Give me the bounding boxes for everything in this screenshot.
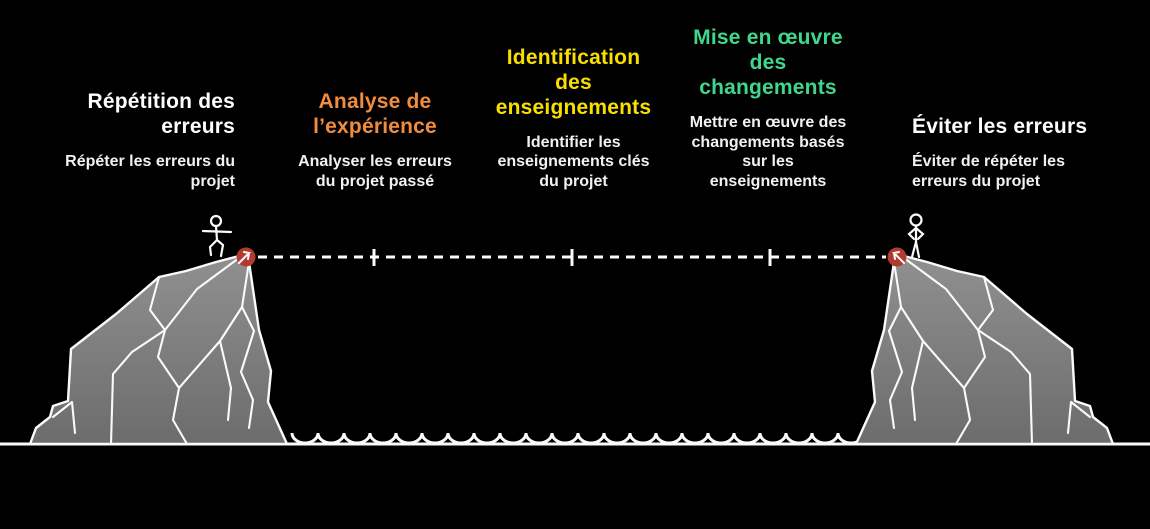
stage-repetition-des-erreurs: Répétition des erreurs Répéter les erreu… bbox=[40, 0, 235, 198]
stage-2-description: Analyser les erreurs du projet passé bbox=[298, 153, 452, 191]
end-position-marker-icon bbox=[887, 247, 907, 267]
stage-identification-enseignements: Identification des enseignements Identif… bbox=[486, 0, 661, 204]
stage-mise-en-oeuvre-changements: Mise en œuvre des changements Mettre en … bbox=[680, 0, 856, 193]
stage-3-heading: Identification des enseignements bbox=[495, 45, 652, 119]
stage-labels: Répétition des erreurs Répéter les erreu… bbox=[0, 0, 1150, 195]
stage-1-heading: Répétition des erreurs bbox=[87, 90, 235, 139]
stick-figure-standing-icon bbox=[907, 213, 925, 259]
stage-1-description: Répéter les erreurs du projet bbox=[65, 153, 235, 191]
right-cliff bbox=[854, 253, 1115, 446]
left-cliff bbox=[28, 253, 289, 446]
stick-figure-balancing-icon bbox=[201, 214, 233, 258]
water-waves-line bbox=[290, 432, 866, 445]
stage-2-heading: Analyse de l’expérience bbox=[313, 90, 437, 139]
stage-5-heading: Éviter les erreurs bbox=[912, 115, 1088, 139]
start-position-marker-icon bbox=[236, 247, 256, 267]
stage-4-heading: Mise en œuvre des changements bbox=[693, 25, 843, 99]
stage-4-description: Mettre en œuvre des changements basés su… bbox=[689, 113, 847, 191]
dashed-path bbox=[258, 249, 886, 266]
stage-analyse-experience: Analyse de l’expérience Analyser les err… bbox=[295, 0, 455, 198]
stage-5-description: Éviter de répéter les erreurs du projet bbox=[912, 153, 1065, 191]
stage-eviter-les-erreurs: Éviter les erreurs Éviter de répéter les… bbox=[912, 0, 1112, 199]
stage-3-description: Identifier les enseignements clés du pro… bbox=[497, 133, 650, 191]
